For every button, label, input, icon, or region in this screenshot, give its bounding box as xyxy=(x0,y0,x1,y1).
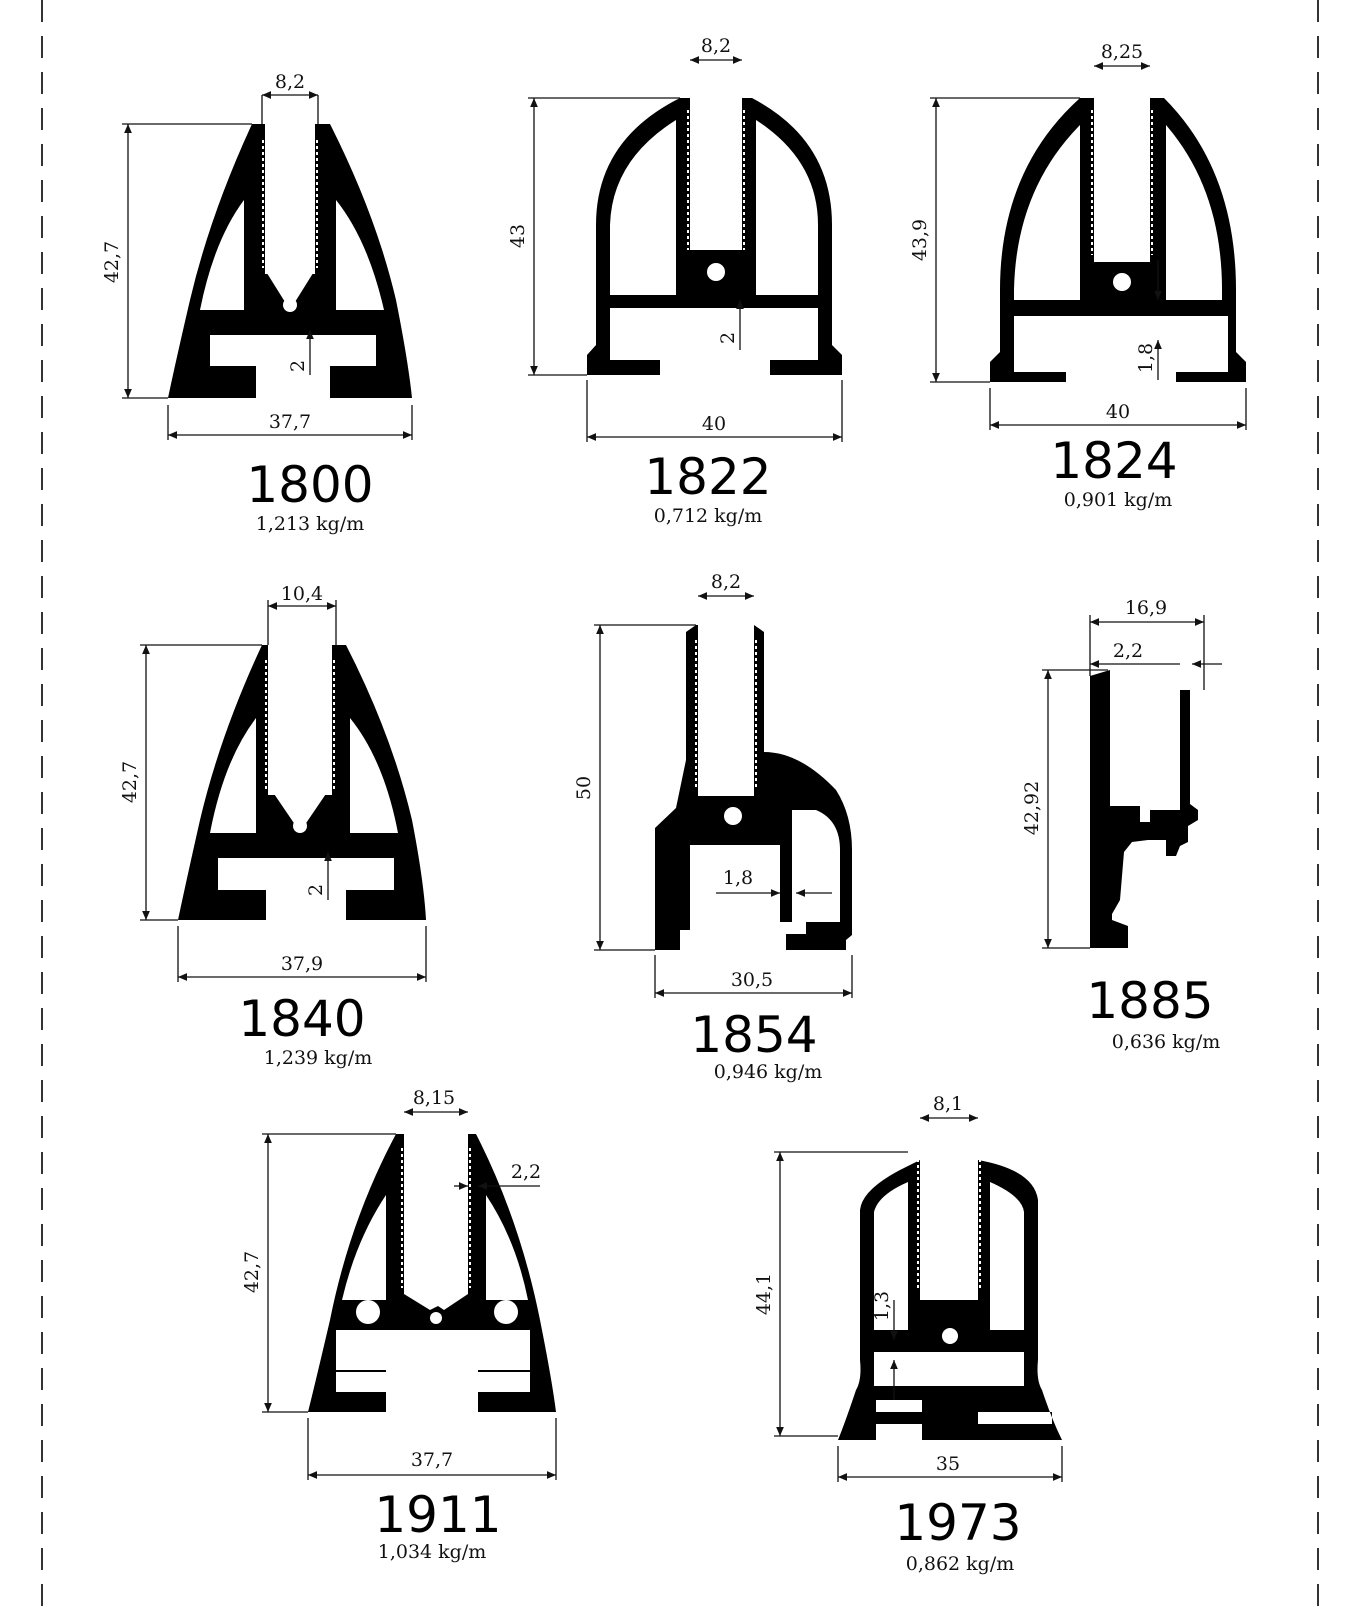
profile-1911-code: 1911 xyxy=(374,1486,501,1544)
profile-1822-width-dim: 40 xyxy=(702,413,726,435)
profile-1854: 8,2 50 1,8 30,5 1854 0,946 kg/m xyxy=(573,571,853,1083)
profile-1822-weight: 0,712 kg/m xyxy=(654,505,763,527)
profile-1822-height-dim: 43 xyxy=(507,224,529,248)
profile-1822-top-dim: 8,2 xyxy=(701,35,731,57)
profile-1854-weight: 0,946 kg/m xyxy=(714,1061,823,1083)
profile-1800: 8,2 42,7 2 37,7 1800 1,213 kg/m xyxy=(101,71,413,535)
profile-1911: 8,15 2,2 42,7 37,7 1911 1,034 kg/m xyxy=(241,1087,557,1563)
profile-1854-width-dim: 30,5 xyxy=(731,969,773,991)
profile-1800-height-dim: 42,7 xyxy=(101,241,123,283)
profile-1800-shape xyxy=(168,124,412,398)
profile-1854-wall-dim: 1,8 xyxy=(723,867,753,889)
profile-1822-code: 1822 xyxy=(644,448,771,506)
profile-1885-shape xyxy=(1090,670,1198,948)
profile-1854-code: 1854 xyxy=(690,1006,817,1064)
profile-1824-wall-dim: 1,8 xyxy=(1135,343,1157,373)
profile-1911-weight: 1,034 kg/m xyxy=(378,1541,487,1563)
profile-1800-top-dim: 8,2 xyxy=(275,71,305,93)
profile-1973-wall-dim: 1,3 xyxy=(871,1291,893,1321)
profile-1885-top-dim: 16,9 xyxy=(1125,597,1167,619)
profile-1973-width-dim: 35 xyxy=(936,1453,960,1475)
profile-1822: 8,2 43 2 40 1822 0,712 kg/m xyxy=(507,35,843,527)
profile-1840-width-dim: 37,9 xyxy=(281,953,323,975)
profile-1885: 16,9 2,2 42,92 1885 0,636 kg/m xyxy=(1021,597,1222,1053)
profile-1840-wall-dim: 2 xyxy=(305,884,327,896)
profile-1840-top-dim: 10,4 xyxy=(281,583,323,605)
profile-1973-height-dim: 44,1 xyxy=(753,1273,775,1315)
profile-1973-top-dim: 8,1 xyxy=(933,1093,963,1115)
profile-1885-code: 1885 xyxy=(1086,972,1213,1030)
profile-1911-wall-dim: 2,2 xyxy=(511,1161,541,1183)
profile-1800-weight: 1,213 kg/m xyxy=(256,513,365,535)
profile-1800-code: 1800 xyxy=(246,456,373,514)
profile-1885-height-dim: 42,92 xyxy=(1021,781,1043,835)
profile-1854-top-dim: 8,2 xyxy=(711,571,741,593)
profile-1854-height-dim: 50 xyxy=(573,776,595,800)
profile-1824-top-dim: 8,25 xyxy=(1101,41,1143,63)
profile-1911-width-dim: 37,7 xyxy=(411,1449,453,1471)
profile-1840-height-dim: 42,7 xyxy=(119,761,141,803)
profile-1840-code: 1840 xyxy=(238,990,365,1048)
profile-1800-wall-dim: 2 xyxy=(287,360,309,372)
profile-1840: 10,4 42,7 2 37,9 1840 1,239 kg/m xyxy=(119,583,427,1069)
profile-1911-height-dim: 42,7 xyxy=(241,1251,263,1293)
profile-1840-weight: 1,239 kg/m xyxy=(264,1047,373,1069)
profile-1800-width-dim: 37,7 xyxy=(269,411,311,433)
profile-1911-top-dim: 8,15 xyxy=(413,1087,455,1109)
profile-1824-height-dim: 43,9 xyxy=(909,219,931,261)
profile-1824-weight: 0,901 kg/m xyxy=(1064,489,1173,511)
profile-1840-shape xyxy=(178,645,426,920)
profile-1824-code: 1824 xyxy=(1050,432,1177,490)
profile-1973: 8,1 1,3 44,1 35 1973 0,862 kg/m xyxy=(753,1093,1063,1575)
profile-1885-wall-dim: 2,2 xyxy=(1113,640,1143,662)
profile-1885-weight: 0,636 kg/m xyxy=(1112,1031,1221,1053)
profile-1973-code: 1973 xyxy=(894,1494,1021,1552)
profile-1822-wall-dim: 2 xyxy=(717,332,739,344)
profile-1824-width-dim: 40 xyxy=(1106,401,1130,423)
profile-1824: 8,25 43,9 1,8 40 1824 0,901 kg/m xyxy=(909,41,1247,511)
profile-1973-weight: 0,862 kg/m xyxy=(906,1553,1015,1575)
